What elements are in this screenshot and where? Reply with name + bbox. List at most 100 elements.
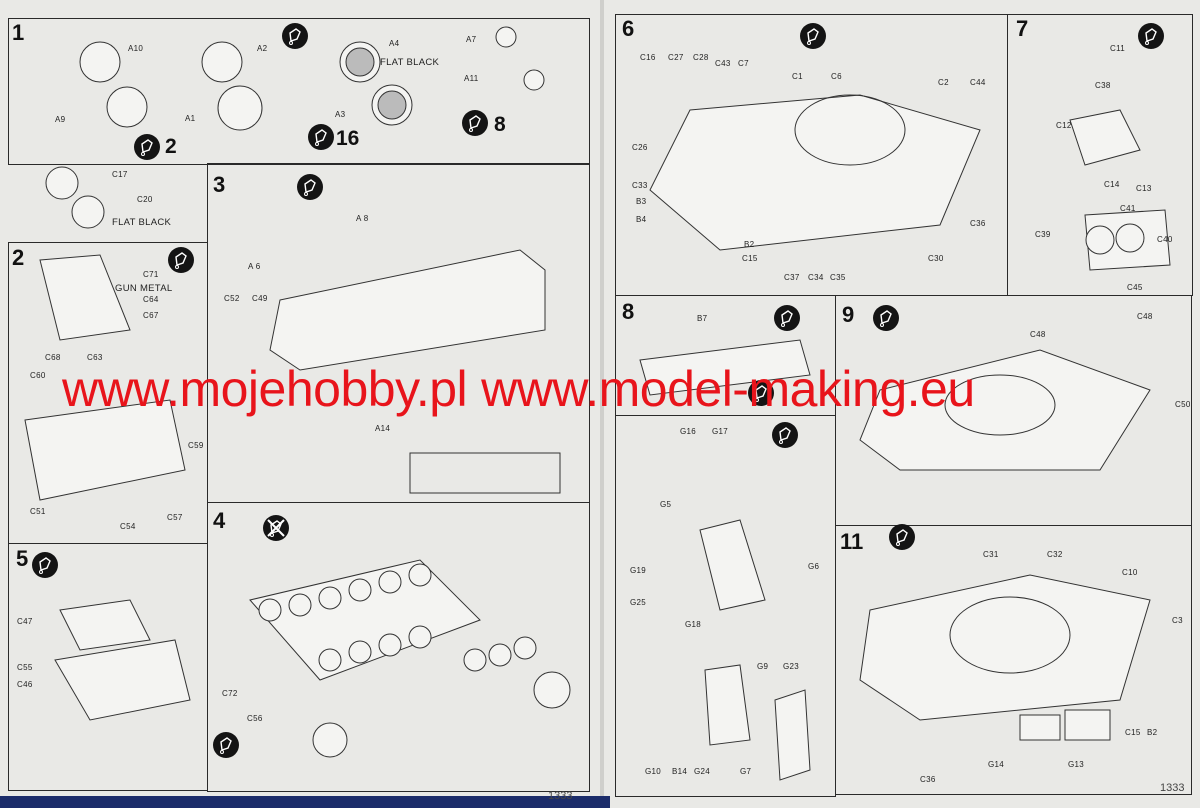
wheel-part — [45, 166, 79, 200]
glue-tube-icon — [462, 110, 488, 136]
part-label: C51 — [30, 507, 46, 516]
mantlet-part — [39, 254, 131, 341]
step-number: 7 — [1016, 16, 1029, 41]
part-label: C38 — [1095, 81, 1111, 90]
part-label: G16 — [680, 427, 697, 436]
step-number: 11 — [840, 529, 864, 554]
part-label: C27 — [668, 53, 684, 62]
bracket-part — [1069, 109, 1141, 166]
step-panel — [615, 415, 836, 797]
step-panel — [835, 525, 1192, 795]
step-number: 9 — [842, 302, 855, 327]
page-number-right: 1333 — [1160, 782, 1185, 794]
road-wheel-part — [318, 586, 342, 610]
part-label: C17 — [112, 170, 128, 179]
part-label: C40 — [1157, 235, 1173, 244]
glue-tube-icon — [1138, 23, 1164, 49]
part-label: A 8 — [356, 214, 369, 223]
part-label: C10 — [1122, 568, 1138, 577]
part-label: A7 — [466, 35, 477, 44]
glue-tube-icon — [800, 23, 826, 49]
step-panel — [8, 543, 208, 791]
part-label: C13 — [1136, 184, 1152, 193]
glue-tube-icon — [213, 732, 239, 758]
part-label: C46 — [17, 680, 33, 689]
tool-box-part — [1064, 709, 1111, 741]
wheel-part — [345, 47, 375, 77]
step-number: 3 — [213, 172, 226, 197]
road-wheel-part — [378, 570, 402, 594]
part-label: G19 — [630, 566, 647, 575]
glue-tube-icon — [748, 380, 774, 406]
step-panel — [207, 163, 590, 503]
sprocket-part — [533, 671, 571, 709]
quantity-label: 8 — [494, 113, 506, 136]
part-label: C20 — [137, 195, 153, 204]
part-label: C37 — [784, 273, 800, 282]
part-label: FLAT BLACK — [380, 57, 440, 68]
part-label: C64 — [143, 295, 159, 304]
quantity-label: 16 — [336, 127, 360, 150]
lower-hull-part — [249, 559, 481, 681]
no-glue-icon — [263, 515, 289, 541]
part-label: C15 — [1125, 728, 1141, 737]
turret-ring — [794, 94, 906, 166]
glue-tube-icon — [282, 23, 308, 49]
part-label: A14 — [375, 424, 391, 433]
part-label: C6 — [831, 72, 842, 81]
part-label: C60 — [30, 371, 46, 380]
part-label: C67 — [143, 311, 159, 320]
part-label: C44 — [970, 78, 986, 87]
part-label: C45 — [1127, 283, 1143, 292]
part-label: C43 — [715, 59, 731, 68]
part-label: C33 — [632, 181, 648, 190]
step-number: 1 — [12, 20, 25, 45]
glue-tube-icon — [772, 422, 798, 448]
wheel-part — [217, 85, 263, 131]
part-label: C72 — [222, 689, 238, 698]
hull-side-part — [269, 249, 546, 371]
rear-plate-part — [639, 339, 811, 396]
page-number-left: 1333 — [548, 790, 573, 802]
idler-wheel-part — [312, 722, 348, 758]
step-panel — [207, 502, 590, 792]
tool-box-part — [1019, 714, 1061, 741]
wheel-part — [71, 195, 105, 229]
stowage-box-part — [774, 689, 811, 781]
part-label: G23 — [783, 662, 800, 671]
part-label: A10 — [128, 44, 144, 53]
part-label: C28 — [693, 53, 709, 62]
part-label: C39 — [1035, 230, 1051, 239]
part-label: C47 — [17, 617, 33, 626]
part-label: G24 — [694, 767, 711, 776]
part-label: G7 — [740, 767, 752, 776]
road-wheel-part — [258, 598, 282, 622]
part-label: G10 — [645, 767, 662, 776]
part-label: C32 — [1047, 550, 1063, 559]
part-label: C1 — [792, 72, 803, 81]
part-label: C41 — [1120, 204, 1136, 213]
part-label: B4 — [636, 215, 647, 224]
part-label: A4 — [389, 39, 400, 48]
part-label: C50 — [1175, 400, 1191, 409]
part-label: C54 — [120, 522, 136, 531]
road-wheel-part — [488, 643, 512, 667]
part-label: G17 — [712, 427, 729, 436]
glue-tube-icon — [873, 305, 899, 331]
part-label: FLAT BLACK — [112, 217, 172, 228]
road-wheel-part — [348, 640, 372, 664]
wheel-part — [79, 41, 121, 83]
part-label: G9 — [757, 662, 769, 671]
part-label: A 6 — [248, 262, 261, 271]
part-label: C71 — [143, 270, 159, 279]
road-wheel-part — [408, 563, 432, 587]
part-label: C12 — [1056, 121, 1072, 130]
turret-ring — [949, 596, 1071, 674]
part-label: C49 — [252, 294, 268, 303]
part-label: C56 — [247, 714, 263, 723]
part-label: C34 — [808, 273, 824, 282]
part-label: C57 — [167, 513, 183, 522]
wheel-part — [201, 41, 243, 83]
glue-tube-icon — [168, 247, 194, 273]
